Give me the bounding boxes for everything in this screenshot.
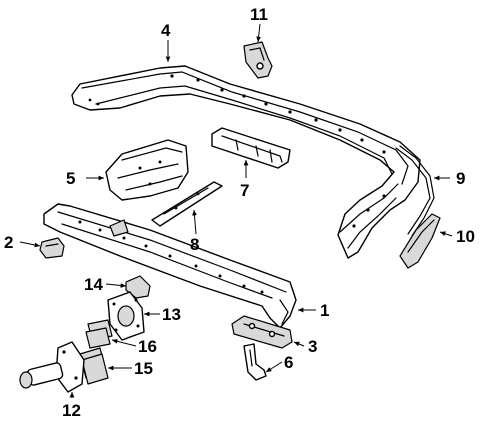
left-bracket-part [39, 237, 65, 259]
leader-lines [19, 23, 453, 398]
small-clip-part [125, 275, 151, 299]
molding-strip-part [395, 145, 435, 237]
callout-11: 11 [250, 5, 268, 24]
callout-16: 16 [138, 337, 157, 356]
shim-stack-part [85, 319, 113, 349]
callout-12: 12 [62, 401, 81, 420]
callout-2: 2 [4, 233, 13, 252]
strip-bracket-part [151, 181, 223, 227]
impact-bar-part [43, 203, 297, 329]
callout-9: 9 [456, 169, 465, 188]
callout-7: 7 [240, 181, 249, 200]
isolator-part [19, 341, 85, 393]
callout-13: 13 [162, 305, 181, 324]
side-bracket-part [105, 139, 189, 201]
mounting-plate-part [107, 291, 145, 341]
end-trim-part [399, 213, 441, 269]
lower-bracket-part [231, 315, 293, 349]
callout-1: 1 [320, 301, 329, 320]
clip-bracket-part [243, 41, 273, 79]
callout-3: 3 [308, 337, 317, 356]
shim-plate-part [79, 347, 109, 385]
callout-5: 5 [66, 169, 75, 188]
callout-14: 14 [84, 275, 103, 294]
callout-4: 4 [161, 21, 171, 40]
center-bracket-part [211, 127, 291, 169]
callout-labels: 4 11 5 7 8 9 10 2 1 3 6 14 13 16 15 12 [4, 5, 475, 420]
callout-6: 6 [284, 353, 293, 372]
callout-10: 10 [456, 227, 475, 246]
hook-bracket-part [243, 343, 267, 381]
bumper-cover-part [71, 65, 421, 259]
callout-15: 15 [134, 359, 153, 378]
callout-8: 8 [190, 235, 199, 254]
